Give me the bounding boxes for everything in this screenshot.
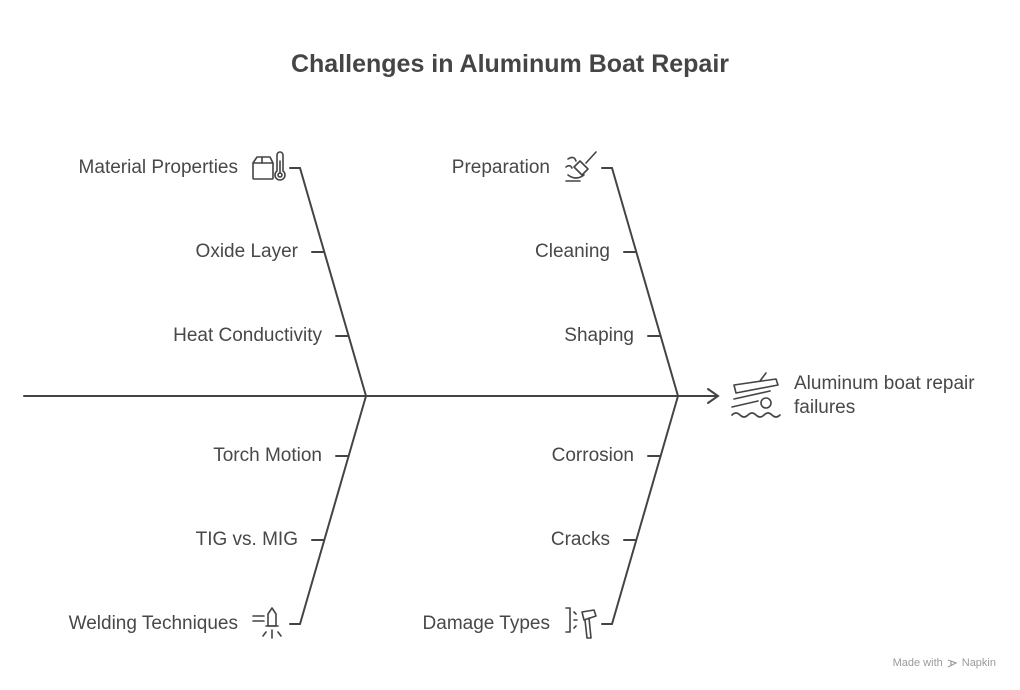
watermark-brand: Napkin (961, 657, 996, 669)
box-thermometer-icon (252, 151, 286, 181)
bone-material-properties (289, 167, 367, 397)
bone-damage-types (601, 395, 679, 625)
effect-label: Aluminum boat repair failures (794, 372, 1004, 420)
bone-preparation (601, 167, 679, 397)
cause-label-torch-motion: Torch Motion (213, 445, 322, 466)
category-label-material-properties: Material Properties (78, 157, 238, 178)
effect-label-line1: Aluminum boat repair (794, 373, 975, 394)
cause-label-oxide-layer: Oxide Layer (195, 241, 298, 262)
watermark-prefix: Made with (892, 657, 943, 669)
category-label-preparation: Preparation (451, 157, 550, 178)
boat-crash-icon (731, 372, 781, 418)
cause-label-cracks: Cracks (550, 529, 610, 550)
hammer-impact-icon (565, 607, 597, 639)
spine-arrowhead (707, 388, 720, 404)
cause-label-heat-conductivity: Heat Conductivity (173, 325, 322, 346)
welding-torch-icon (252, 607, 282, 639)
napkin-logo-icon (947, 658, 958, 668)
cause-label-cleaning: Cleaning (535, 241, 610, 262)
category-label-damage-types: Damage Types (422, 613, 550, 634)
effect-label-line2: failures (794, 397, 856, 418)
cause-label-tig-vs-mig: TIG vs. MIG (195, 529, 298, 550)
category-label-welding-techniques: Welding Techniques (68, 613, 238, 634)
cause-label-corrosion: Corrosion (551, 445, 634, 466)
cleaning-brush-icon (565, 151, 597, 182)
watermark: Made with Napkin (893, 657, 996, 669)
bone-welding-techniques (289, 395, 367, 625)
diagram-title: Challenges in Aluminum Boat Repair (290, 50, 730, 78)
cause-label-shaping: Shaping (564, 325, 634, 346)
